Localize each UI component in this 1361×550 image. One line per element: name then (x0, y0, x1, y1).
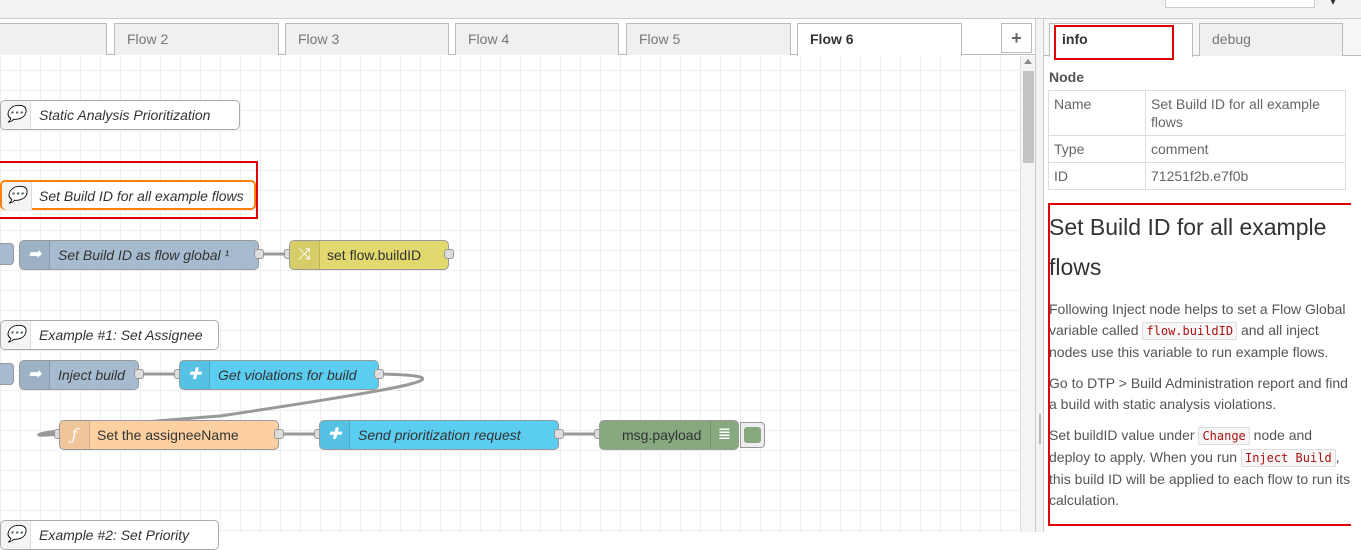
comment-node[interactable]: 💬 Example #2: Set Priority (0, 520, 219, 550)
add-flow-button[interactable]: + (1001, 23, 1032, 53)
node-label: set flow.buildID (327, 247, 422, 263)
node-label: Get violations for build (218, 367, 357, 383)
tab-label: Flow 2 (127, 31, 169, 47)
tab-label: info (1062, 31, 1088, 47)
node-label: Set the assigneeName (97, 427, 239, 443)
function-icon: ƒ (60, 421, 90, 449)
debug-node[interactable]: msg.payload ≣ (599, 420, 739, 450)
text: Following Inject node helps to set a Flo… (1049, 301, 1346, 338)
puzzle-icon: ✚ (180, 361, 210, 389)
wire[interactable] (37, 372, 425, 437)
section-title: Node (1049, 69, 1084, 85)
node-description: Set Build ID for all example flows Follo… (1049, 207, 1355, 521)
tab-label: Flow 4 (468, 31, 510, 47)
comment-node[interactable]: 💬 Static Analysis Prioritization (0, 100, 240, 130)
canvas-scrollbar[interactable] (1020, 56, 1035, 532)
inject-trigger-button[interactable] (0, 363, 14, 385)
menu-caret-icon[interactable]: ▾ (1330, 0, 1337, 8)
sidebar-scrollbar[interactable] (1351, 57, 1361, 532)
table-row: Type comment (1048, 135, 1346, 163)
description-paragraph: Following Inject node helps to set a Flo… (1049, 299, 1355, 363)
subflow-node[interactable]: ✚ Get violations for build (179, 360, 379, 390)
node-label: Set Build ID as flow global ¹ (58, 247, 230, 263)
prop-value: comment (1145, 135, 1346, 163)
tab-flow-5[interactable]: Flow 5 (626, 23, 791, 55)
grip-icon (1039, 414, 1041, 444)
puzzle-icon: ✚ (320, 421, 350, 449)
output-port[interactable] (444, 249, 454, 259)
properties-table: Name Set Build ID for all example flows … (1048, 90, 1346, 190)
comment-icon: 💬 (1, 101, 31, 129)
tab-info[interactable]: info (1049, 23, 1193, 57)
sidebar-tabs: info debug (1044, 19, 1361, 60)
description-paragraph: Go to DTP > Build Administration report … (1049, 375, 1348, 412)
tab-label: Flow 6 (810, 31, 854, 47)
node-label: Set Build ID for all example flows (39, 188, 244, 204)
node-label: Example #2: Set Priority (39, 527, 190, 543)
node-label: Example #1: Set Assignee (39, 327, 203, 343)
scroll-up-icon[interactable] (1024, 59, 1032, 64)
text: , this build ID will be applied to each … (1049, 449, 1351, 508)
prop-value: Set Build ID for all example flows (1145, 90, 1346, 136)
comment-node-selected[interactable]: 💬 Set Build ID for all example flows (0, 180, 256, 210)
comment-icon: 💬 (1, 521, 31, 549)
code-snippet: Inject Build (1240, 449, 1336, 467)
output-port[interactable] (254, 249, 264, 259)
inject-node[interactable]: ➡ Set Build ID as flow global ¹ (19, 240, 259, 270)
tab-label: debug (1212, 31, 1251, 47)
node-label: Static Analysis Prioritization (39, 107, 211, 123)
comment-icon: 💬 (2, 182, 32, 210)
flow-canvas[interactable]: 💬 Static Analysis Prioritization 💬 Set B… (0, 56, 1020, 550)
prop-value: 71251f2b.e7f0b (1145, 162, 1346, 190)
workspace-tabs: Flow 2 Flow 3 Flow 4 Flow 5 Flow 6 (0, 19, 1035, 56)
toggle-fill (744, 427, 761, 443)
tab-flow-6[interactable]: Flow 6 (797, 23, 962, 56)
inject-node[interactable]: ➡ Inject build (19, 360, 139, 390)
node-label: Inject build (58, 367, 125, 383)
description-paragraph: Set buildID value under Change node and … (1049, 425, 1355, 511)
description-heading: Set Build ID for all example flows (1049, 214, 1327, 280)
arrow-in-icon: ➡ (20, 361, 50, 389)
plus-icon: + (1011, 28, 1022, 48)
function-node[interactable]: ƒ Set the assigneeName (59, 420, 279, 450)
list-icon: ≣ (710, 421, 738, 449)
output-port[interactable] (554, 429, 564, 439)
prop-key: ID (1048, 162, 1146, 190)
prop-key: Type (1048, 135, 1146, 163)
change-node[interactable]: ⤨ set flow.buildID (289, 240, 449, 270)
tab-flow-1[interactable] (0, 23, 107, 55)
subflow-node[interactable]: ✚ Send prioritization request (319, 420, 559, 450)
shuffle-icon: ⤨ (290, 241, 320, 269)
text: node and deploy to apply. When you run (1049, 427, 1313, 465)
code-snippet: flow.buildID (1142, 322, 1238, 340)
tab-debug[interactable]: debug (1199, 23, 1343, 56)
prop-key: Name (1048, 90, 1146, 136)
node-label: msg.payload (622, 427, 702, 443)
comment-icon: 💬 (1, 321, 31, 349)
text: and all inject nodes use this variable t… (1049, 322, 1329, 360)
sidebar-resize-handle[interactable] (1035, 19, 1044, 532)
output-port[interactable] (374, 369, 384, 379)
header-bar: ▾ (0, 0, 1361, 19)
output-port[interactable] (274, 429, 284, 439)
tab-label: Flow 3 (298, 31, 340, 47)
sidebar: info debug Node Name Set Build ID for al… (1044, 19, 1361, 532)
table-row: Name Set Build ID for all example flows (1048, 90, 1346, 136)
node-label: Send prioritization request (358, 427, 521, 443)
tab-flow-3[interactable]: Flow 3 (285, 23, 449, 55)
comment-node[interactable]: 💬 Example #1: Set Assignee (0, 320, 219, 350)
scroll-thumb[interactable] (1023, 71, 1034, 163)
tab-flow-4[interactable]: Flow 4 (455, 23, 619, 55)
output-port[interactable] (134, 369, 144, 379)
inject-trigger-button[interactable] (0, 243, 14, 265)
table-row: ID 71251f2b.e7f0b (1048, 162, 1346, 190)
tab-flow-2[interactable]: Flow 2 (114, 23, 279, 55)
debug-toggle-button[interactable] (740, 422, 765, 448)
deploy-button[interactable] (1165, 0, 1315, 8)
tab-label: Flow 5 (639, 31, 681, 47)
arrow-in-icon: ➡ (20, 241, 50, 269)
text: Set buildID value under (1049, 427, 1199, 443)
code-snippet: Change (1198, 427, 1250, 445)
